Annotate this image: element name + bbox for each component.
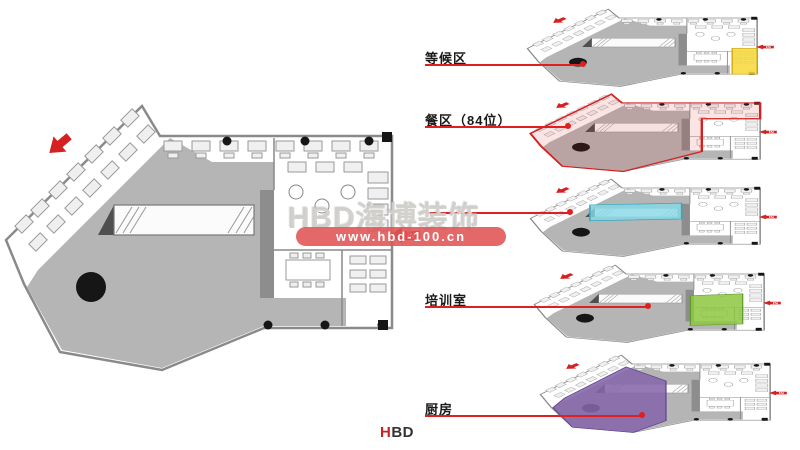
leader-dot-bar <box>567 209 573 215</box>
mini-plan-dining <box>528 93 778 175</box>
leader-line-dining <box>425 126 568 128</box>
mini-plan-training <box>532 264 782 346</box>
zone-highlight-bar <box>589 202 683 222</box>
zone-highlight-dining <box>528 93 762 173</box>
leader-line-kitchen <box>425 415 642 417</box>
mini-plan-bar <box>528 178 778 260</box>
zone-highlight-training <box>689 293 744 326</box>
floorplan-instance <box>527 9 773 86</box>
zone-label-waiting: 等候区 <box>425 51 468 66</box>
floorplan-instance <box>534 265 780 342</box>
watermark-url-band: www.hbd-100.cn <box>296 227 506 246</box>
leader-dot-training <box>645 303 651 309</box>
zone-label-kitchen: 厨房 <box>425 402 454 417</box>
mini-plan-kitchen <box>538 354 788 436</box>
mini-plan-waiting <box>525 8 775 90</box>
zone-label-dining: 餐区（84位） <box>425 113 512 128</box>
leader-dot-dining <box>565 123 571 129</box>
leader-line-bar <box>425 212 570 214</box>
zone-label-training: 培训室 <box>425 293 468 308</box>
zone-highlight-waiting <box>731 48 758 75</box>
zone-highlight-kitchen <box>552 366 667 433</box>
leader-line-waiting <box>425 64 583 66</box>
logo-bd: BD <box>391 424 415 441</box>
leader-dot-kitchen <box>639 412 645 418</box>
leader-line-training <box>425 306 648 308</box>
watermark-url: www.hbd-100.cn <box>335 229 467 244</box>
leader-dot-waiting <box>580 61 586 67</box>
logo-h: H <box>380 424 392 441</box>
brand-logo: HBD <box>380 424 414 441</box>
